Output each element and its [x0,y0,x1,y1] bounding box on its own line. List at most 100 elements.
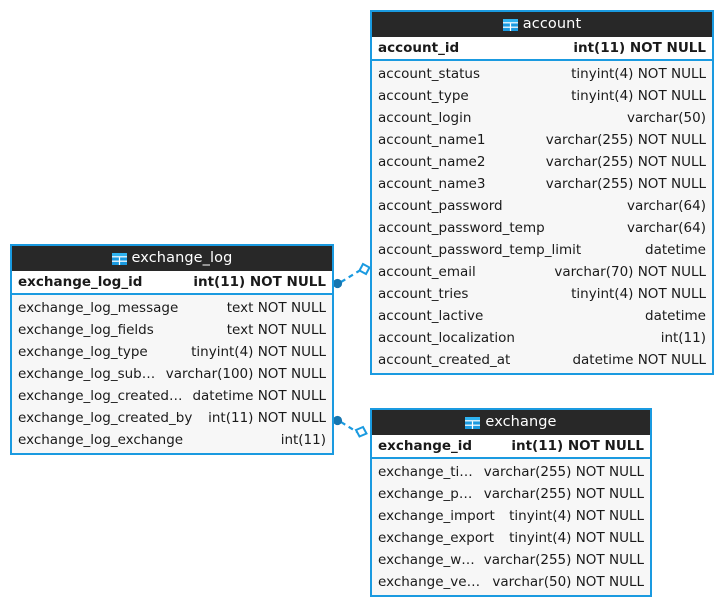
column-name: account_name2 [378,154,486,170]
column-name: account_password_temp [378,220,545,236]
column-type: varchar(64) [626,198,706,214]
entity-table-exchange[interactable]: exchange exchange_id int(11) NOT NULL ex… [370,408,652,597]
column-row[interactable]: exchange_log_exchange int(11) [12,429,332,451]
table-icon [465,416,481,429]
column-name: account_name1 [378,132,486,148]
relationship-line [340,270,360,283]
column-type: tinyint(4) NOT NULL [571,286,706,302]
column-name: exchange_log_fields [18,322,154,338]
column-row[interactable]: account_created_at datetime NOT NULL [372,349,712,371]
column-type: int(11) [660,330,706,346]
column-row[interactable]: account_password varchar(64) [372,195,712,217]
column-name: exchange_log_created_at [18,388,185,404]
column-row: exchange_log_id int(11) NOT NULL [12,271,332,293]
column-name: exchange_version [378,574,484,590]
column-row[interactable]: account_name3 varchar(255) NOT NULL [372,173,712,195]
column-name: account_localization [378,330,515,346]
column-type: tinyint(4) NOT NULL [191,344,326,360]
column-name: account_lactive [378,308,484,324]
column-type: datetime NOT NULL [192,388,326,404]
column-name: exchange_id [378,438,473,454]
column-row[interactable]: account_password_temp_limit datetime [372,239,712,261]
column-row[interactable]: exchange_export tinyint(4) NOT NULL [372,527,650,549]
relationship-endpoint-dot [332,278,343,289]
relationship-exchange_log-exchange[interactable] [332,415,368,438]
column-type: varchar(255) NOT NULL [545,154,706,170]
column-list: account_status tinyint(4) NOT NULL accou… [372,61,712,373]
column-row[interactable]: exchange_log_fields text NOT NULL [12,319,332,341]
column-row[interactable]: exchange_log_type tinyint(4) NOT NULL [12,341,332,363]
column-row[interactable]: exchange_log_created_at datetime NOT NUL… [12,385,332,407]
column-row[interactable]: account_name1 varchar(255) NOT NULL [372,129,712,151]
column-type: varchar(255) NOT NULL [483,486,644,502]
column-row[interactable]: exchange_path varchar(255) NOT NULL [372,483,650,505]
column-name: exchange_log_id [18,274,143,290]
column-row[interactable]: exchange_version varchar(50) NOT NULL [372,571,650,593]
column-type: varchar(50) [626,110,706,126]
column-row[interactable]: account_password_temp varchar(64) [372,217,712,239]
entity-title: account [522,16,582,32]
relationship-exchange_log-account[interactable] [332,262,371,289]
column-row[interactable]: account_type tinyint(4) NOT NULL [372,85,712,107]
column-row[interactable]: exchange_log_subtype varchar(100) NOT NU… [12,363,332,385]
relationship-line [340,421,358,433]
column-type: int(11) NOT NULL [511,438,644,454]
column-type: varchar(255) NOT NULL [545,132,706,148]
column-row[interactable]: account_lactive datetime [372,305,712,327]
column-type: text NOT NULL [226,300,326,316]
column-name: exchange_website [378,552,476,568]
column-type: int(11) [280,432,326,448]
primary-key-row[interactable]: exchange_log_id int(11) NOT NULL [12,271,332,295]
column-row[interactable]: account_name2 varchar(255) NOT NULL [372,151,712,173]
column-row[interactable]: exchange_log_message text NOT NULL [12,297,332,319]
column-name: exchange_log_created_by [18,410,193,426]
column-type: tinyint(4) NOT NULL [509,530,644,546]
column-type: datetime [645,242,706,258]
column-name: account_name3 [378,176,486,192]
column-type: int(11) NOT NULL [573,40,706,56]
column-type: varchar(100) NOT NULL [165,366,326,382]
column-row[interactable]: account_login varchar(50) [372,107,712,129]
entity-table-account[interactable]: account account_id int(11) NOT NULL acco… [370,10,714,375]
column-type: tinyint(4) NOT NULL [571,88,706,104]
column-row[interactable]: exchange_title varchar(255) NOT NULL [372,461,650,483]
entity-header-account[interactable]: account [372,12,712,37]
column-row: exchange_id int(11) NOT NULL [372,435,650,457]
column-type: varchar(70) NOT NULL [554,264,706,280]
column-type: tinyint(4) NOT NULL [571,66,706,82]
entity-table-exchange-log[interactable]: exchange_log exchange_log_id int(11) NOT… [10,244,334,455]
column-row[interactable]: account_status tinyint(4) NOT NULL [372,63,712,85]
column-type: varchar(64) [626,220,706,236]
column-name: account_password_temp_limit [378,242,582,258]
entity-header-exchange-log[interactable]: exchange_log [12,246,332,271]
column-row[interactable]: account_tries tinyint(4) NOT NULL [372,283,712,305]
column-type: tinyint(4) NOT NULL [509,508,644,524]
relationship-endpoint-diamond [358,262,371,276]
column-list: exchange_title varchar(255) NOT NULL exc… [372,459,650,595]
column-type: varchar(255) NOT NULL [545,176,706,192]
column-name: account_type [378,88,469,104]
column-name: account_tries [378,286,469,302]
column-name: exchange_import [378,508,495,524]
column-name: exchange_log_message [18,300,179,316]
entity-header-exchange[interactable]: exchange [372,410,650,435]
column-name: exchange_log_subtype [18,366,158,382]
column-row[interactable]: account_email varchar(70) NOT NULL [372,261,712,283]
column-name: account_created_at [378,352,511,368]
primary-key-row[interactable]: account_id int(11) NOT NULL [372,37,712,61]
column-name: exchange_path [378,486,476,502]
column-row[interactable]: exchange_website varchar(255) NOT NULL [372,549,650,571]
column-name: account_id [378,40,460,56]
column-type: int(11) NOT NULL [193,274,326,290]
relationship-endpoint-dot [332,415,343,426]
entity-title: exchange_log [131,250,233,266]
column-row[interactable]: exchange_import tinyint(4) NOT NULL [372,505,650,527]
column-row[interactable]: exchange_log_created_by int(11) NOT NULL [12,407,332,429]
primary-key-row[interactable]: exchange_id int(11) NOT NULL [372,435,650,459]
column-name: account_email [378,264,476,280]
column-row[interactable]: account_localization int(11) [372,327,712,349]
column-name: exchange_export [378,530,494,546]
table-icon [502,18,518,31]
column-name: account_status [378,66,481,82]
